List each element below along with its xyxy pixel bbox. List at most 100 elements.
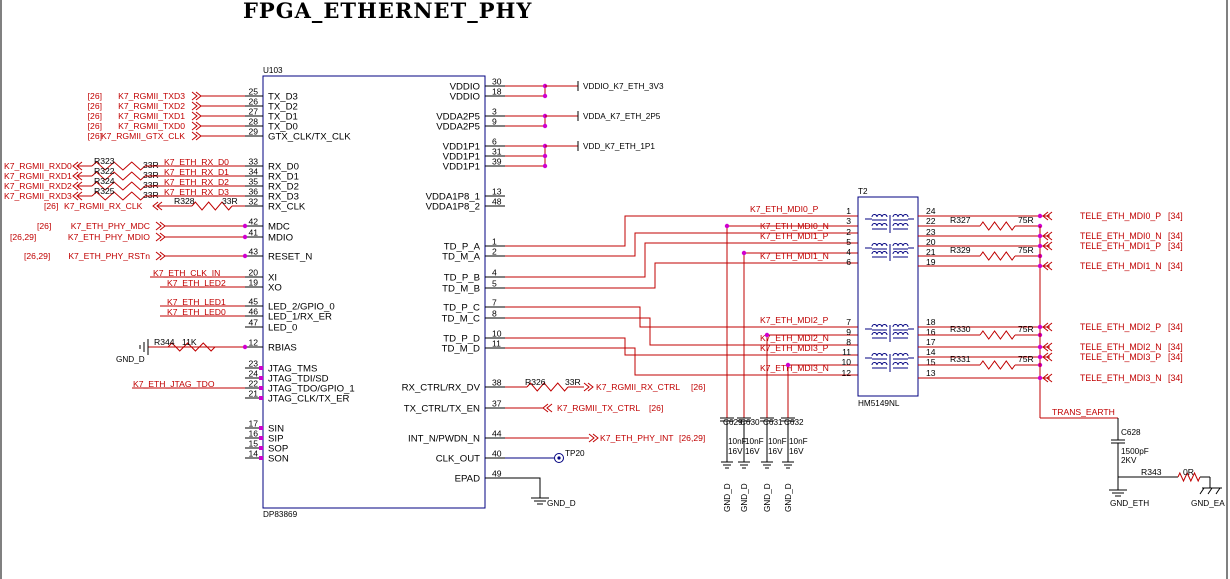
resistor-value: 33R bbox=[143, 160, 159, 170]
phy-pin-name: RX_D0 bbox=[268, 162, 299, 173]
resistor-value: 33R bbox=[143, 190, 159, 200]
wire bbox=[505, 215, 858, 247]
phy-pin-name: RX_D1 bbox=[268, 172, 299, 183]
xfmr-coil bbox=[881, 251, 888, 255]
phy-refdes: U103 bbox=[263, 66, 283, 75]
phy-pin-number: 18 bbox=[492, 87, 502, 97]
xfmr-coil bbox=[902, 223, 909, 227]
phy-pin-name: GTX_CLK/TX_CLK bbox=[268, 132, 351, 143]
off-page-arrow bbox=[1042, 342, 1049, 352]
phy-pin-number: 25 bbox=[248, 87, 258, 97]
off-page-arrow bbox=[72, 181, 79, 191]
net-label: K7_RGMII_RXD0 bbox=[4, 161, 72, 171]
pin-marker bbox=[259, 426, 263, 430]
phy-pin-number: 6 bbox=[492, 137, 497, 147]
resistor-symbol bbox=[91, 181, 146, 191]
junction-dot bbox=[242, 223, 248, 229]
net-sheet-ref: [26,29] bbox=[24, 251, 50, 261]
tele-net-sheet-ref: [34] bbox=[1168, 231, 1183, 241]
phy-pin-name: RESET_N bbox=[268, 252, 312, 263]
wire bbox=[505, 317, 858, 346]
xfmr-coil bbox=[871, 214, 878, 218]
xfmr-pin-number: 20 bbox=[926, 237, 936, 247]
xfmr-pin-number: 21 bbox=[926, 247, 936, 257]
phy-pin-number: 10 bbox=[492, 329, 502, 339]
off-page-arrow bbox=[72, 171, 79, 181]
phy-pin-name: TX_CTRL/TX_EN bbox=[404, 404, 480, 415]
junction-dot bbox=[1037, 233, 1043, 239]
xfmr-pin-number: 24 bbox=[926, 206, 936, 216]
net-label: K7_ETH_LED0 bbox=[167, 307, 226, 317]
phy-pin-name: TD_P_D bbox=[443, 334, 480, 345]
off-page-arrow bbox=[546, 403, 553, 413]
capacitor-value: 10nF bbox=[728, 437, 747, 446]
phy-part-number: DP83869 bbox=[263, 510, 298, 519]
tele-net-sheet-ref: [34] bbox=[1168, 261, 1183, 271]
ground-label: GND_EA bbox=[1191, 499, 1225, 508]
junction-dot bbox=[1037, 263, 1043, 269]
xfmr-pin-number: 10 bbox=[841, 357, 851, 367]
capacitor-value: 1500pF bbox=[1121, 447, 1149, 456]
xfmr-pin-number: 8 bbox=[846, 337, 851, 347]
net-label: K7_RGMII_TXD3 bbox=[118, 91, 185, 101]
phy-pin-name: EPAD bbox=[455, 474, 480, 485]
resistor-value: 11K bbox=[182, 337, 197, 347]
wire bbox=[505, 232, 858, 257]
resistor-value: 75R bbox=[1018, 245, 1034, 255]
wire bbox=[505, 242, 858, 278]
tele-net-label: TELE_ETH_MDI1_N bbox=[1080, 261, 1162, 271]
capacitor-group: C62910nF16VGND_DC63010nF16VGND_DC63110nF… bbox=[720, 417, 808, 512]
net-sheet-ref: [26] bbox=[88, 101, 102, 111]
xfmr-coil bbox=[871, 353, 878, 357]
xfmr-coil bbox=[902, 353, 909, 357]
off-page-arrow bbox=[152, 201, 159, 211]
off-page-arrow bbox=[1042, 352, 1049, 362]
power-rail-label: VDDA_K7_ETH_2P5 bbox=[583, 112, 661, 121]
xfmr-coil bbox=[897, 243, 904, 247]
xfmr-coil bbox=[876, 362, 883, 366]
off-page-arrow bbox=[1046, 231, 1053, 241]
xfmr-pin-number: 1 bbox=[846, 206, 851, 216]
ground-label: GND_D bbox=[547, 499, 576, 508]
phy-pin-number: 28 bbox=[248, 117, 258, 127]
junction-dot bbox=[1037, 243, 1043, 249]
phy-pin-name: MDIO bbox=[268, 233, 293, 244]
net-label: K7_RGMII_RXD1 bbox=[4, 171, 72, 181]
junction-dot bbox=[242, 344, 248, 350]
test-point bbox=[557, 456, 561, 460]
off-page-arrow bbox=[72, 191, 79, 201]
xfmr-pin-number: 9 bbox=[846, 327, 851, 337]
phy-pin-number: 23 bbox=[248, 359, 258, 369]
tele-net-label: TELE_ETH_MDI0_P bbox=[1080, 211, 1161, 221]
off-page-arrow bbox=[1042, 241, 1049, 251]
off-page-arrow bbox=[1046, 241, 1053, 251]
phy-pin-number: 27 bbox=[248, 107, 258, 117]
xfmr-coil bbox=[902, 362, 909, 366]
phy-ic-body bbox=[262, 75, 486, 509]
resistor-symbol bbox=[526, 382, 569, 392]
xfmr-coil bbox=[876, 243, 883, 247]
tele-net-group: TELE_ETH_MDI0_P[34]TELE_ETH_MDI0_N[34]TE… bbox=[918, 211, 1183, 418]
junction-dot bbox=[1037, 213, 1043, 219]
phy-pin-name: SOP bbox=[268, 444, 288, 455]
capacitor-voltage: 16V bbox=[789, 447, 804, 456]
phy-pin-number: 16 bbox=[248, 429, 258, 439]
phy-pin-number: 34 bbox=[248, 167, 258, 177]
tele-net-sheet-ref: [34] bbox=[1168, 373, 1183, 383]
net-label: K7_RGMII_RX_CTRL bbox=[596, 382, 680, 392]
off-page-arrow bbox=[1042, 373, 1049, 383]
phy-pin-number: 9 bbox=[492, 117, 497, 127]
net-label: K7_ETH_PHY_INT bbox=[600, 433, 674, 443]
resistor-value: 75R bbox=[1018, 354, 1034, 364]
phy-pin-name: SIP bbox=[268, 434, 283, 445]
ground-label: GND_D bbox=[763, 483, 772, 512]
termination-resistor bbox=[979, 330, 1016, 340]
resistor-refdes: R325 bbox=[94, 186, 115, 196]
net-label: K7_ETH_LED2 bbox=[167, 278, 226, 288]
junction-dot bbox=[1037, 375, 1043, 381]
resistor-refdes: R329 bbox=[950, 245, 971, 255]
junction-dot bbox=[724, 223, 730, 229]
phy-pin-number: 48 bbox=[492, 197, 502, 207]
